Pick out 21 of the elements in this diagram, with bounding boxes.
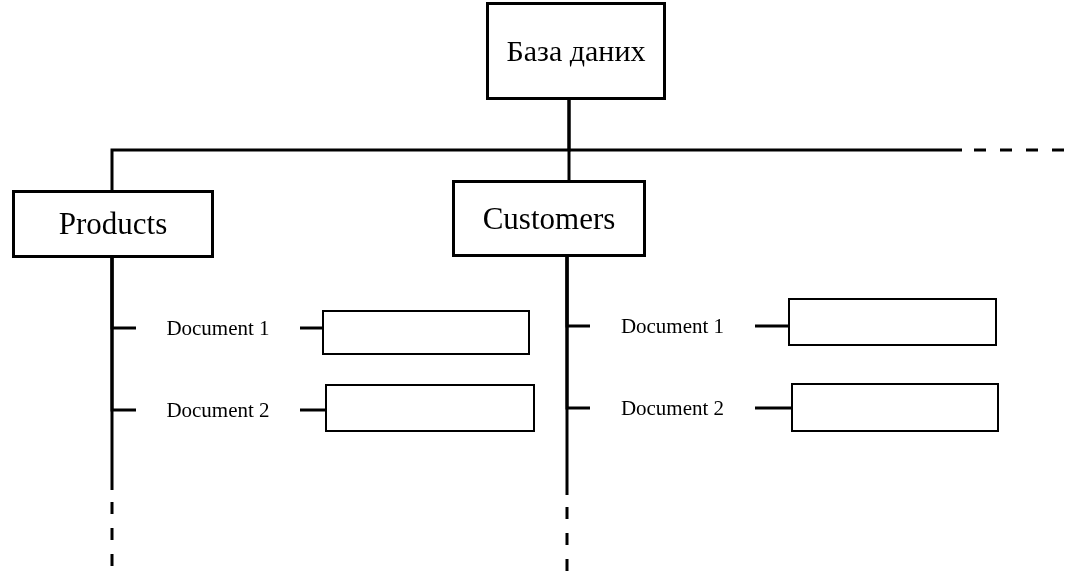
empty-box: [791, 383, 999, 432]
connector-line: [565, 257, 590, 410]
connector-line: [755, 406, 791, 410]
entity-box: [486, 2, 666, 100]
box-title: База даних: [506, 34, 646, 68]
document-label: Document 1: [166, 315, 270, 341]
entity-box: [12, 190, 214, 258]
connector-line: [110, 258, 136, 412]
box-title: Customers: [482, 200, 616, 237]
connector-line: [567, 100, 571, 180]
document-label: Document 2: [166, 397, 270, 423]
empty-box: [322, 310, 530, 355]
connector-line: [300, 326, 322, 330]
entity-box: [452, 180, 646, 257]
connector-line: [300, 408, 325, 412]
document-label: Document 2: [620, 395, 725, 421]
connector-line: [755, 324, 788, 328]
box-title: Products: [58, 206, 168, 242]
document-label: Document 1: [620, 313, 725, 339]
empty-box: [325, 384, 535, 432]
empty-box: [788, 298, 997, 346]
